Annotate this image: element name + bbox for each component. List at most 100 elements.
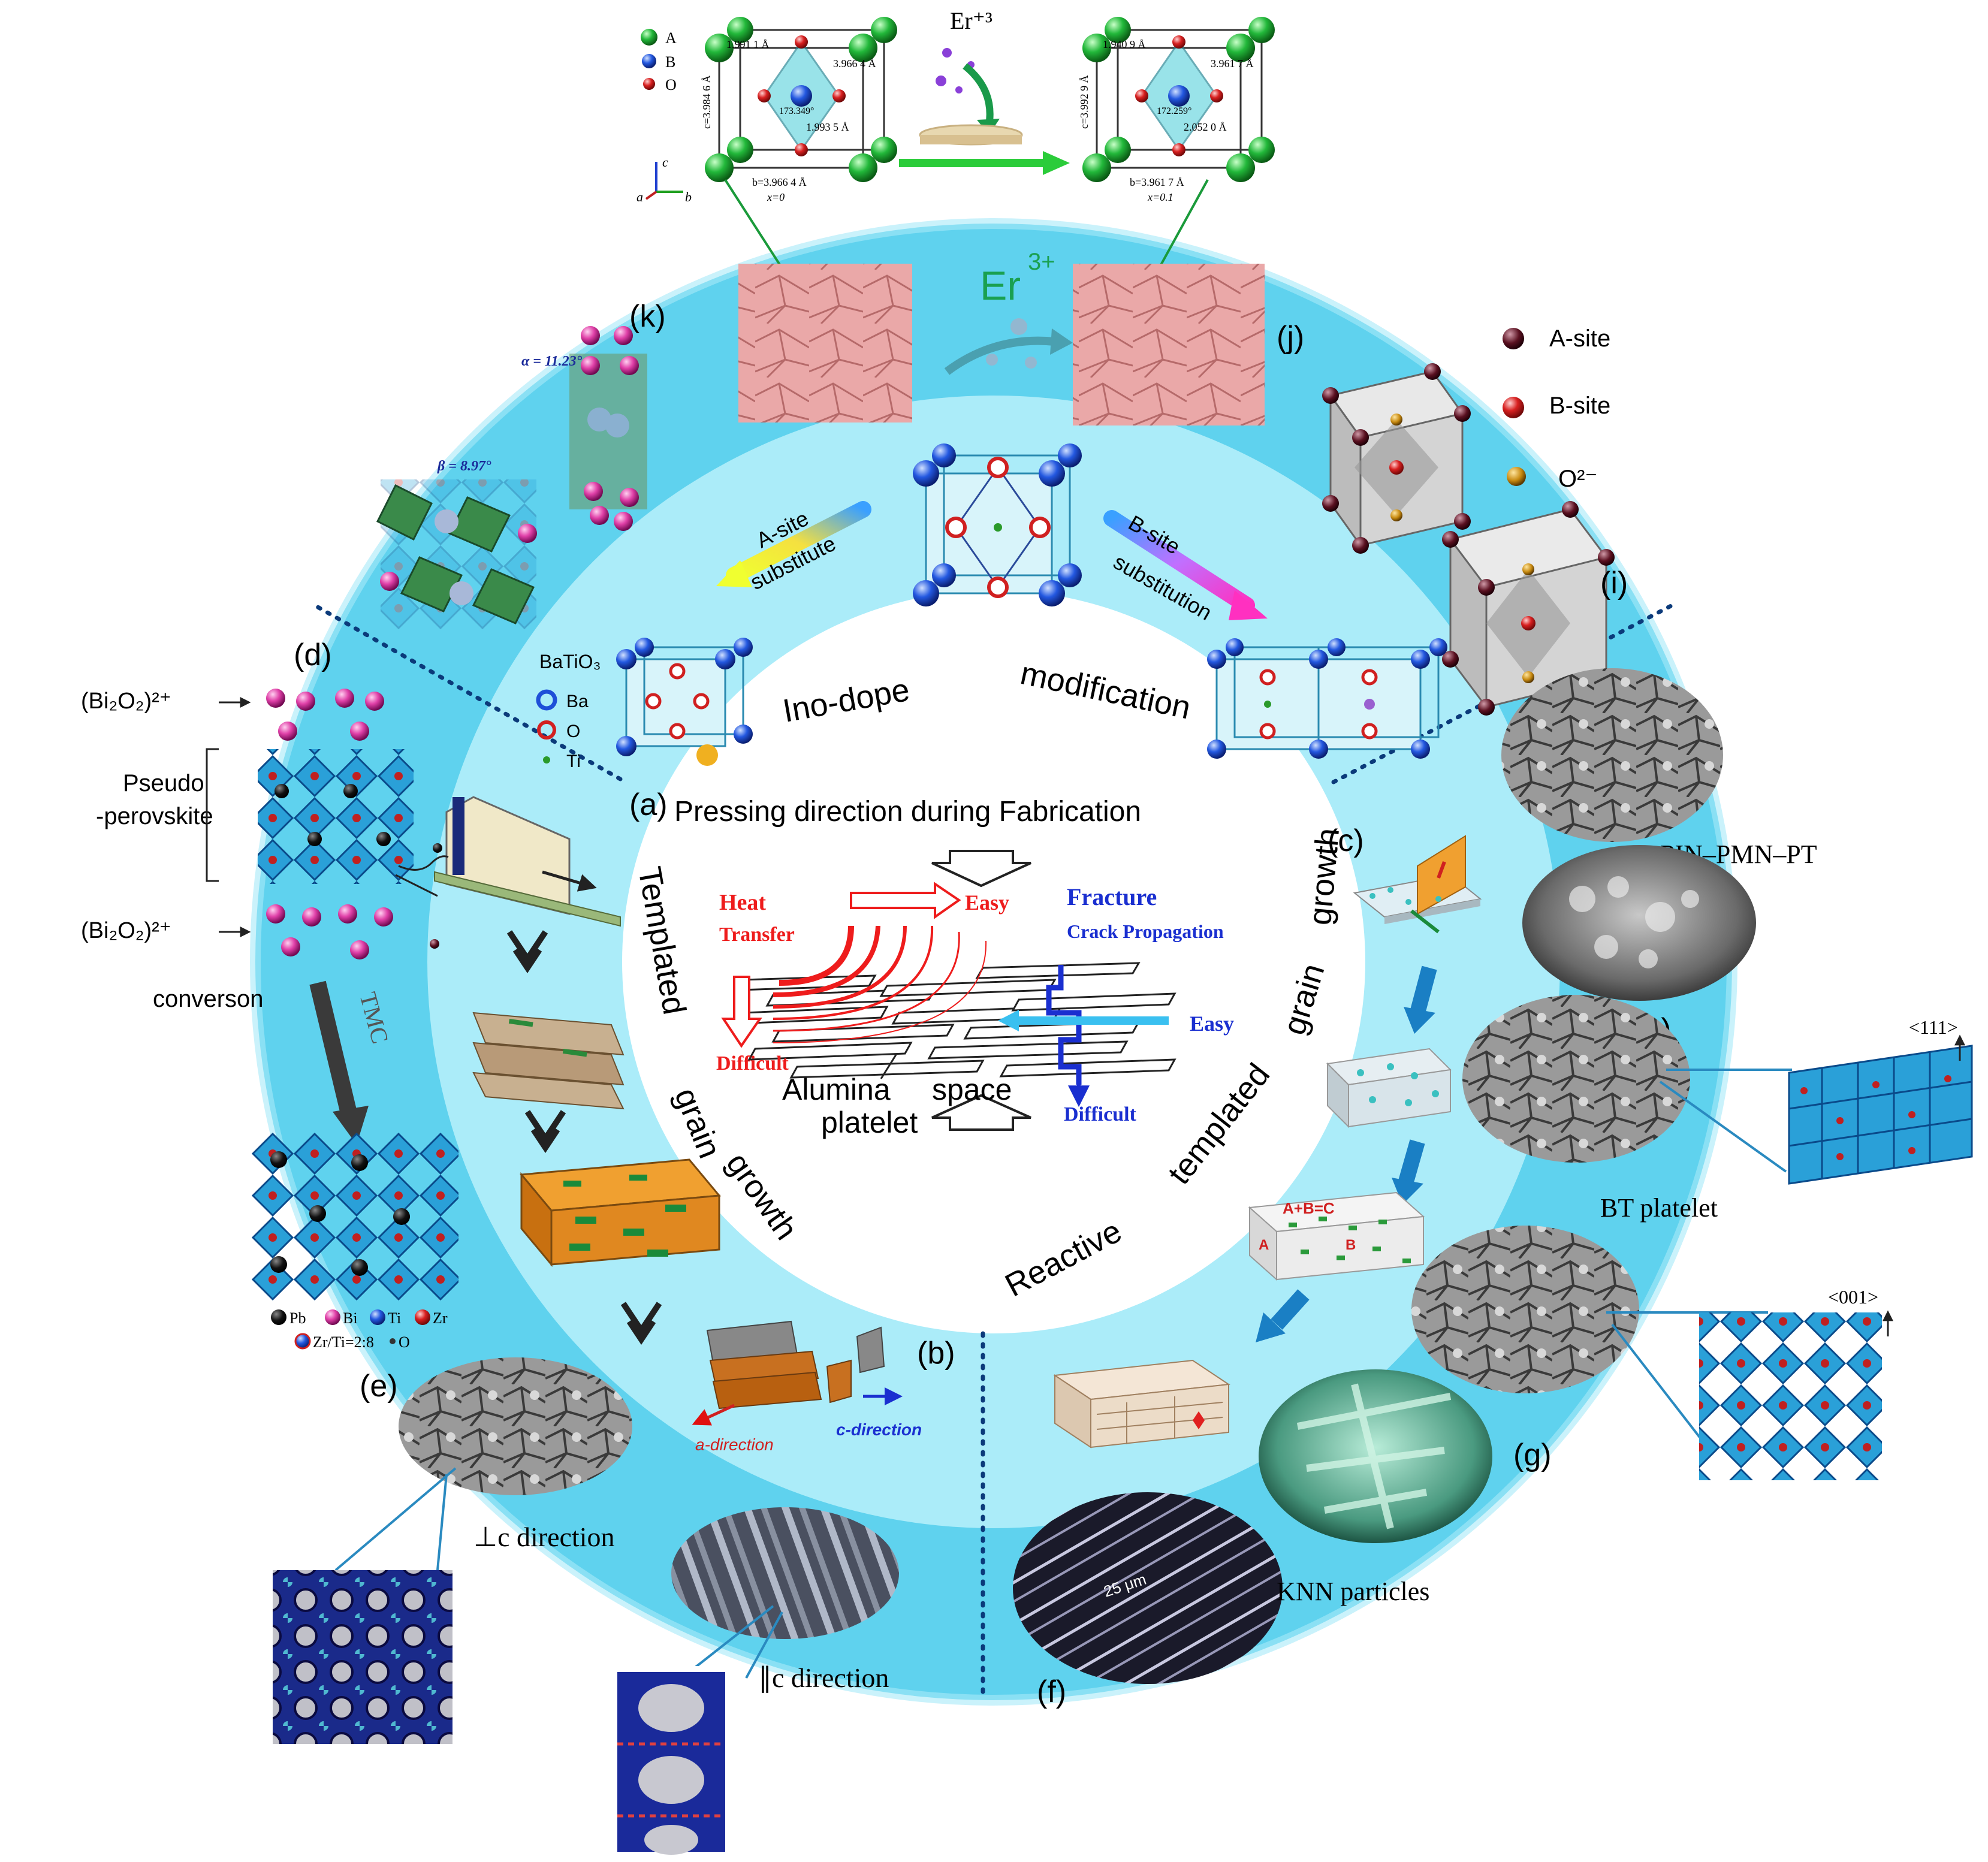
right-cell-a-length: 3.961 7 Å xyxy=(1211,58,1254,70)
top-lattice-panel: A B O c b a 1.991 1 Å 3.966 4 Å c=3.984 … xyxy=(635,6,1355,307)
pzt-legend: Pb Bi Ti Zr Zr/Ti=2:8 O xyxy=(271,1309,448,1351)
knn-rods xyxy=(1296,1383,1452,1529)
perp-c-connector xyxy=(436,1474,448,1571)
a-site-arrow xyxy=(726,501,871,584)
fracture-group: Fracture Crack Propagation Easy Difficul… xyxy=(998,883,1234,1125)
legend-ba: Ba xyxy=(566,692,589,711)
panel-label-e: (e) xyxy=(360,1369,398,1404)
axis-b-label: b xyxy=(685,189,692,204)
panel-label-i: (i) xyxy=(1600,566,1628,600)
crystal-par-c xyxy=(602,1666,740,1858)
right-cell-bond-1: 1.940 9 Å xyxy=(1103,38,1146,50)
sem-platelet-g xyxy=(1411,1226,1639,1393)
panel-label-d: (d) xyxy=(294,638,332,672)
pseudo-label: Pseudo xyxy=(123,770,204,796)
step-arrow-3 xyxy=(620,1302,662,1345)
a-site-doped-crystal xyxy=(616,638,753,766)
bi2o2-top-label: (Bi₂O₂)²⁺ xyxy=(81,689,171,714)
h-connector xyxy=(1659,1081,1787,1173)
left-cell-bond-1: 1.991 1 Å xyxy=(726,38,770,50)
a-direction-label: a-direction xyxy=(695,1435,774,1454)
crystal-111 xyxy=(1788,1045,1973,1185)
crack-label: Crack Propagation xyxy=(1067,921,1224,942)
legend-b-site-dot xyxy=(1503,397,1524,418)
crystal-perp-c xyxy=(273,1570,452,1744)
space-label: space xyxy=(932,1073,1012,1106)
legend-zr: Zr xyxy=(433,1309,448,1327)
er3-dope-arrow-head xyxy=(1050,328,1073,355)
sem-par-c xyxy=(671,1507,899,1639)
doctor-blade xyxy=(452,797,464,875)
rtgg-arrow-3-head xyxy=(1256,1312,1286,1342)
legend-o-small: O xyxy=(566,722,580,741)
er3-label: Er xyxy=(980,263,1021,309)
right-cell-x: x=0.1 xyxy=(1147,191,1174,203)
er-label-top: Er⁺³ xyxy=(950,7,993,34)
legend-o2: O²⁻ xyxy=(1558,466,1598,492)
c-direction-label: c-direction xyxy=(836,1420,922,1439)
alpha-angle: α = 11.23° xyxy=(521,354,583,369)
bi2o2-bottom-label: (Bi₂O₂)²⁺ xyxy=(81,918,171,943)
rtgg-substrate-side xyxy=(1384,899,1480,924)
sem-particles xyxy=(1522,845,1756,1001)
a-site-cube xyxy=(1322,363,1471,554)
par-c-label: ∥c direction xyxy=(758,1662,889,1693)
sem-pin-pmn-pt xyxy=(1501,668,1723,842)
legend-pb: Pb xyxy=(289,1309,306,1327)
unit-cell-x01: 1.940 9 Å 3.961 7 Å c=3.992 9 Å 2.052 0 … xyxy=(1078,17,1275,203)
panel-e: Pb Bi Ti Zr Zr/Ti=2:8 O (e) ⊥c direction… xyxy=(252,1133,899,1858)
panel-j: Er 3+ (j) xyxy=(738,249,1304,425)
panel-label-g: (g) xyxy=(1513,1438,1552,1472)
heat-transfer-group: Heat Transfer Easy Difficult xyxy=(716,882,1009,1075)
axis-c-label: c xyxy=(662,155,668,170)
tmc-arrow xyxy=(309,980,359,1123)
er3-superscript: 3+ xyxy=(1028,249,1055,275)
divider-left xyxy=(312,603,623,781)
unit-cell-x0: 1.991 1 Å 3.966 4 Å c=3.984 6 Å 1.993 5 … xyxy=(701,17,897,203)
er-ion xyxy=(955,86,963,93)
particle-clusters xyxy=(1569,876,1699,968)
legend-o-e: O xyxy=(399,1333,410,1351)
step-arrow-1 xyxy=(506,930,548,974)
difficult-arrow-heat xyxy=(721,976,762,1048)
rtgg-arrow-2 xyxy=(1398,1139,1425,1186)
rtgg-reaction-body xyxy=(1248,1191,1425,1281)
left-cell-bond-2: 1.993 5 Å xyxy=(806,121,849,133)
er-ion xyxy=(942,48,952,58)
ring-title-growth-right: growth xyxy=(1302,826,1346,927)
left-cell-b-length: b=3.966 4 Å xyxy=(752,176,807,188)
legend-ti-dot xyxy=(543,756,550,763)
conversion-label: converson xyxy=(153,986,264,1012)
axis-a-label: a xyxy=(636,189,643,204)
rtgg-arrow-3 xyxy=(1271,1289,1310,1330)
legend-ti: Ti xyxy=(566,752,581,771)
crystal-001 xyxy=(1699,1312,1882,1480)
center-disc xyxy=(622,590,1365,1333)
squiggle xyxy=(398,855,449,871)
dir-111-label: <111> xyxy=(1909,1016,1958,1038)
rtgg-b: B xyxy=(1346,1237,1356,1253)
right-cell-bond-2: 2.052 0 Å xyxy=(1184,121,1227,133)
er-arrow-head xyxy=(1043,151,1070,175)
difficult-label-crack: Difficult xyxy=(1064,1103,1137,1125)
legend-b-dot xyxy=(642,54,656,68)
legend-b-site: B-site xyxy=(1549,393,1610,419)
perovskite-label: -perovskite xyxy=(96,803,213,829)
perp-c-connector xyxy=(334,1467,457,1571)
side-atom xyxy=(430,939,439,949)
panel-label-k: (k) xyxy=(629,299,666,334)
legend-a-site: A-site xyxy=(1549,325,1610,352)
rtgg-link xyxy=(1437,861,1446,879)
bt-platelet-label: BT platelet xyxy=(1600,1193,1718,1223)
rtgg-green-body xyxy=(1326,1048,1452,1128)
g-connector xyxy=(1611,1323,1706,1445)
laminated-stack xyxy=(472,1012,625,1110)
sem-perp-c xyxy=(399,1357,632,1495)
sliced-samples xyxy=(692,1320,903,1426)
tilted-octahedra xyxy=(376,479,537,629)
knn-label: KNN particles xyxy=(1277,1577,1429,1606)
sem-knn-needles xyxy=(1013,1492,1283,1684)
heat-flow-lines xyxy=(773,925,987,1043)
sem-pink-doped xyxy=(1073,264,1265,425)
